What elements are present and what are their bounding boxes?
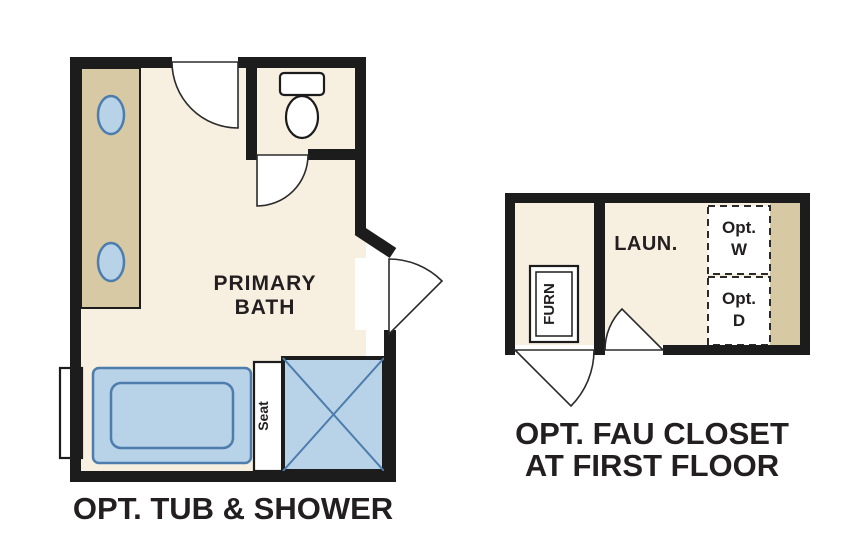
counter-strip	[770, 203, 800, 345]
dryer-label-line2: D	[733, 311, 745, 330]
wall	[70, 471, 396, 482]
sink-basin-top	[96, 94, 126, 136]
entry-opening	[355, 258, 385, 330]
bath-walls	[70, 57, 397, 482]
primary-bath-plan: PRIMARY BATH Seat OPT. TUB & SHOWER	[58, 57, 444, 526]
door-swing-entry	[388, 258, 444, 336]
door-swing-toilet-room	[256, 154, 309, 207]
caption-fau-line2: AT FIRST FLOOR	[525, 448, 779, 483]
wall-toilet-room-side	[246, 57, 257, 160]
wall	[70, 57, 81, 482]
wall	[663, 345, 810, 355]
wall	[70, 57, 172, 68]
wall	[355, 57, 366, 235]
caption-tub-shower: OPT. TUB & SHOWER	[73, 491, 393, 526]
wall	[505, 193, 810, 203]
toilet-bowl	[284, 94, 320, 140]
door-swing-closet	[513, 349, 595, 408]
door-swing-laundry	[604, 307, 665, 351]
toilet-tank	[278, 71, 326, 97]
dryer-label-line1: Opt.	[722, 289, 756, 308]
washer-box	[707, 205, 771, 275]
fau-closet-plan: LAUN. FURN Opt. W Opt. D OPT. FAU CLOSET…	[505, 193, 810, 483]
room-label-primary: PRIMARY	[213, 272, 316, 295]
furnace-unit-inner	[535, 271, 573, 337]
wall	[800, 193, 810, 355]
bathtub-basin	[109, 381, 235, 450]
washer-label-line2: W	[731, 240, 748, 259]
wall-divider	[594, 193, 605, 355]
room-label-laundry: LAUN.	[614, 233, 678, 255]
furnace-label: FURN	[541, 283, 558, 325]
wall-toilet-room-bottom	[308, 149, 366, 160]
sink-basin-bottom	[96, 241, 126, 283]
washer-label-line1: Opt.	[722, 218, 756, 237]
wall	[384, 330, 396, 482]
furnace-unit	[528, 264, 580, 344]
wall-diagonal	[354, 224, 397, 259]
wall	[505, 193, 515, 355]
room-label-bath: BATH	[235, 296, 296, 319]
seat-label: Seat	[255, 401, 271, 431]
dryer-box	[707, 276, 771, 346]
shower-x-line	[282, 357, 385, 472]
wall	[238, 57, 366, 68]
door-swing-top	[171, 61, 239, 129]
laundry-walls	[505, 193, 810, 355]
caption-fau-line1: OPT. FAU CLOSET	[515, 416, 789, 451]
